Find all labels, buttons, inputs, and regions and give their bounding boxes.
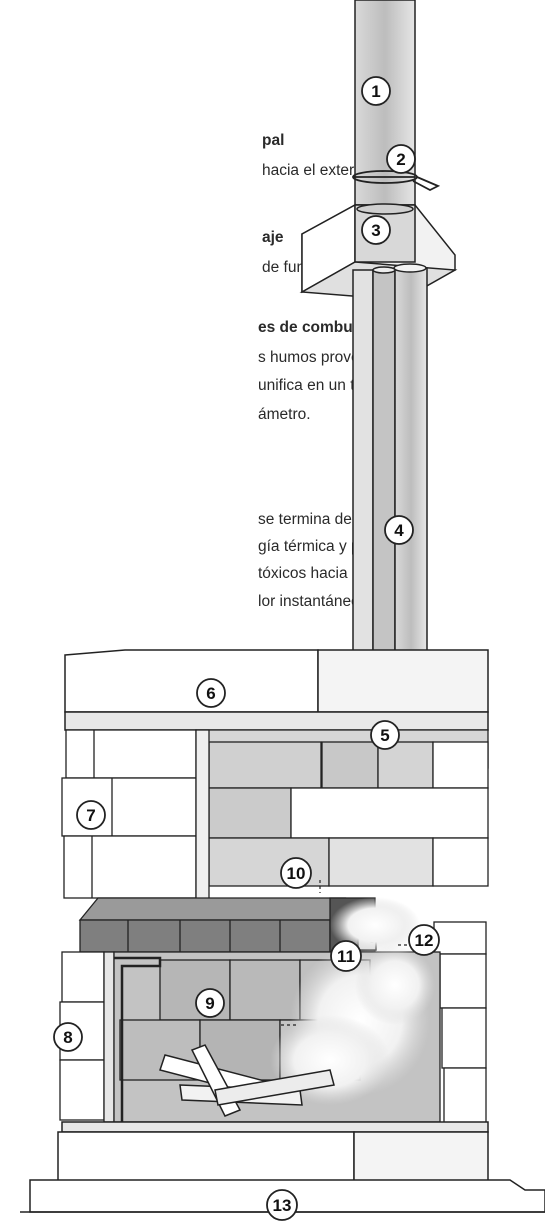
callout-13: 13 (266, 1189, 298, 1221)
svg-text:4: 4 (394, 521, 404, 540)
svg-text:3: 3 (371, 221, 380, 240)
callout-6: 6 (196, 678, 226, 708)
svg-text:13: 13 (273, 1196, 292, 1215)
svg-text:12: 12 (415, 931, 434, 950)
upper-wall (61, 729, 489, 921)
callout-11: 11 (330, 940, 362, 972)
callout-8: 8 (53, 1022, 83, 1052)
svg-text:6: 6 (206, 684, 215, 703)
callout-5: 5 (370, 720, 400, 750)
heading-chimney: pal (262, 132, 285, 149)
svg-text:10: 10 (287, 864, 306, 883)
desc-line: ámetro. (258, 406, 311, 423)
top-slab (64, 649, 489, 731)
callout-12: 12 (408, 924, 440, 956)
svg-text:5: 5 (380, 726, 389, 745)
right-column (433, 921, 487, 1125)
desc-line: unifica en un tubo (258, 377, 381, 394)
svg-text:8: 8 (63, 1028, 72, 1047)
callout-4: 4 (384, 515, 414, 545)
callout-1: 1 (361, 76, 391, 106)
desc-line: tóxicos hacia el (258, 565, 364, 582)
callout-2: 2 (386, 144, 416, 174)
desc-line: lor instantáneo. (258, 593, 364, 610)
callout-markers: 1 2 3 4 5 6 7 8 (53, 76, 440, 1221)
svg-text:9: 9 (205, 994, 214, 1013)
damper-ring (352, 170, 441, 192)
svg-text:1: 1 (371, 82, 380, 101)
callout-10: 10 (280, 857, 312, 889)
callout-9: 9 (195, 988, 225, 1018)
callout-7: 7 (76, 800, 106, 830)
desc-line: hacia el exterior. (262, 162, 375, 179)
svg-text:11: 11 (337, 947, 355, 966)
guide-lines (281, 880, 412, 1026)
svg-text:7: 7 (86, 806, 95, 825)
desc-line: gía térmica y para (258, 538, 383, 555)
firewood-logs (159, 1044, 335, 1117)
callout-3: 3 (361, 215, 391, 245)
heading-damper: aje (262, 229, 284, 246)
svg-text:2: 2 (396, 150, 405, 169)
desc-line: se termina de (258, 511, 352, 528)
